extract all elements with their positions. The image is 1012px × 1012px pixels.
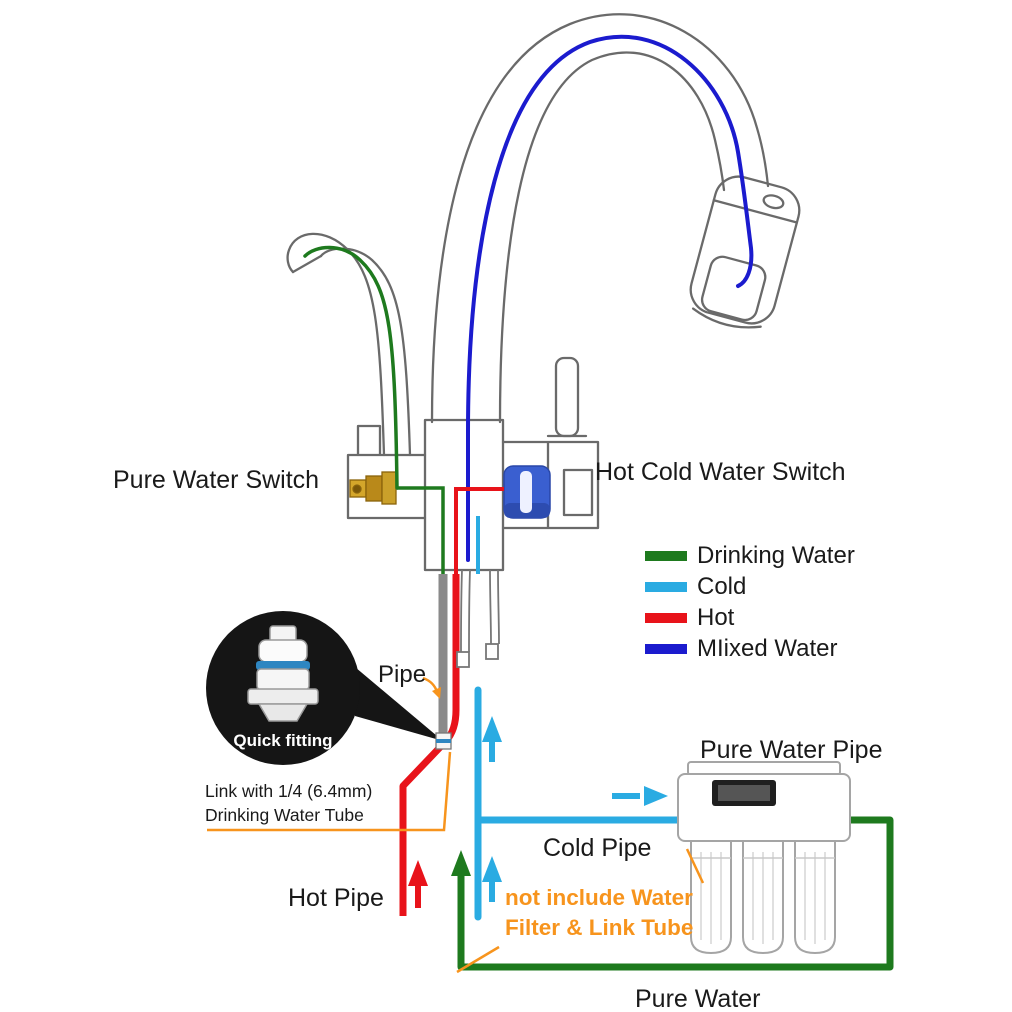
flow-arrows <box>408 716 668 908</box>
label-quick-fitting: Quick fitting <box>233 731 333 750</box>
spray-head <box>689 175 801 329</box>
pipe-pointer-arrowhead <box>432 687 441 699</box>
annotation-lines <box>207 676 705 974</box>
label-not-include-line2: Filter & Link Tube <box>505 915 694 940</box>
drinking-water-tube-body <box>397 486 445 574</box>
small-spout-outer <box>286 232 386 457</box>
hose-connector <box>456 651 470 668</box>
label-pure-water-switch: Pure Water Switch <box>113 466 320 494</box>
label-hot-pipe: Hot Pipe <box>288 884 384 912</box>
label-cold-pipe: Cold Pipe <box>543 834 652 862</box>
legend-item-mixed-water: MIixed Water <box>645 635 855 662</box>
hose-connector <box>485 643 499 660</box>
quick-fitting-on-pipe <box>435 732 452 750</box>
legend-swatch-cold <box>645 582 687 592</box>
brass-valve <box>349 471 397 505</box>
legend: Drinking Water Cold Hot MIixed Water <box>645 542 855 662</box>
legend-swatch-hot <box>645 613 687 623</box>
hot-flow-arrow <box>408 860 428 908</box>
legend-label-mixed-water: MIixed Water <box>697 635 838 662</box>
label-link-tube-line1: Link with 1/4 (6.4mm) <box>205 781 373 801</box>
water-filter-unit <box>677 761 851 955</box>
drinking-water-tube <box>303 245 399 490</box>
label-link-tube-line2: Drinking Water Tube <box>205 805 364 825</box>
legend-label-cold: Cold <box>697 573 747 600</box>
label-not-include-line1: not include Water <box>505 885 693 910</box>
main-spout-outer <box>430 13 770 424</box>
faucet-body <box>423 418 505 572</box>
cold-flow-arrow-lower <box>482 856 502 902</box>
legend-label-hot: Hot <box>697 604 735 631</box>
legend-swatch-drinking-water <box>645 551 687 561</box>
pure-water-pointer-line <box>456 945 500 974</box>
quick-fitting-illustration <box>247 625 319 722</box>
legend-item-drinking-water: Drinking Water <box>645 542 855 569</box>
legend-label-drinking-water: Drinking Water <box>697 542 855 569</box>
pure-water-pipe-line <box>457 816 894 971</box>
filter-cartridges <box>690 840 836 955</box>
mixer-cartridge <box>503 465 551 519</box>
cold-flow-arrow-upper <box>482 716 502 762</box>
pure-water-switch-housing <box>346 424 427 520</box>
label-pipe: Pipe <box>378 661 427 688</box>
link-tube-pointer-line <box>207 751 452 832</box>
quick-fitting-callout <box>206 611 443 765</box>
label-hot-cold-water-switch: Hot Cold Water Switch <box>595 458 846 486</box>
cold-flow-arrow-right <box>612 786 668 806</box>
legend-item-hot: Hot <box>645 604 855 631</box>
filter-pointer-line <box>685 848 705 884</box>
callout-pointer <box>349 662 443 741</box>
label-pure-water: Pure Water <box>635 985 761 1012</box>
pure-water-flow-arrowhead <box>451 850 471 876</box>
legend-swatch-mixed-water <box>645 644 687 654</box>
main-spout-inner <box>498 51 726 424</box>
hot-line-internal <box>454 487 504 574</box>
hot-cold-lever <box>554 356 580 438</box>
hoses <box>456 569 500 668</box>
mixed-water-tube <box>466 34 754 562</box>
label-pure-water-pipe: Pure Water Pipe <box>700 736 883 764</box>
legend-item-cold: Cold <box>645 573 855 600</box>
small-spout-tip <box>291 254 323 274</box>
